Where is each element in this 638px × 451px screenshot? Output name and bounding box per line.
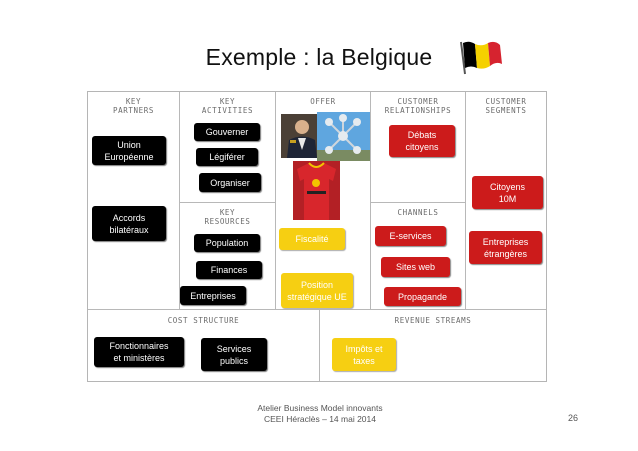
footer-line-1: Atelier Business Model innovants [257, 403, 383, 413]
section-cost-structure: COST STRUCTURE [88, 310, 320, 381]
note-gouverner: Gouverner [194, 123, 260, 141]
page-number: 26 [568, 413, 579, 423]
section-header: CHANNELS [397, 208, 439, 217]
note-finances: Finances [196, 261, 262, 279]
section-header: REVENUE STREAMS [394, 316, 472, 325]
section-revenue-streams: REVENUE STREAMS [320, 310, 546, 381]
note-propagande: Propagande [384, 287, 461, 306]
section-channels: CHANNELS [371, 203, 466, 310]
note-entreprises: Entreprises [180, 286, 246, 305]
note-e-services: E-services [375, 226, 446, 246]
belgian-flag-icon [460, 41, 502, 75]
section-header: OFFER [310, 97, 336, 106]
footer-line-2: CEEI Héraclès – 14 mai 2014 [264, 414, 376, 424]
slide-title: Exemple : la Belgique [205, 44, 433, 70]
note-fiscalite: Fiscalité [279, 228, 345, 250]
footer: Atelier Business Model innovants CEEI Hé… [200, 403, 440, 425]
note-sites-web: Sites web [381, 257, 450, 277]
note-population: Population [194, 234, 260, 252]
atomium-photo [317, 112, 370, 161]
note-organiser: Organiser [199, 173, 261, 192]
note-legiferer: Légiférer [196, 148, 258, 166]
section-header: COST STRUCTURE [167, 316, 240, 325]
king-photo [281, 114, 323, 158]
jersey-photo [293, 161, 340, 220]
section-offer: OFFER [276, 92, 371, 310]
